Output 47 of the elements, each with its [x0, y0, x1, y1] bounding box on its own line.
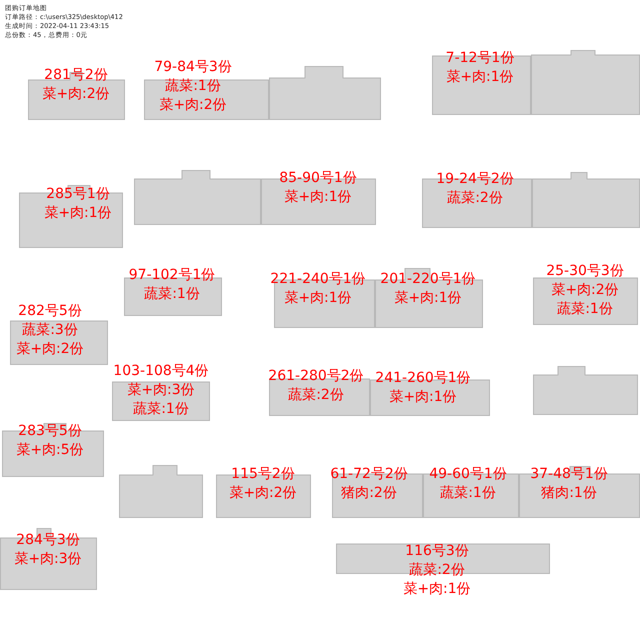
order-item-label: 菜+肉:1份: [389, 388, 457, 407]
order-count-label: 281号2份: [44, 66, 108, 85]
order-item-label: 菜+肉:1份: [284, 289, 352, 308]
order-item-label: 蔬菜:2份: [288, 386, 344, 405]
order-item-label: 菜+肉:1份: [403, 580, 471, 599]
order-count-label: 116号3份: [405, 542, 469, 561]
order-item-label: 猪肉:1份: [541, 484, 597, 503]
order-count-label: 241-260号1份: [375, 369, 471, 388]
order-count-label: 282号5份: [18, 302, 82, 321]
order-item-label: 蔬菜:1份: [165, 77, 221, 96]
order-item-label: 蔬菜:2份: [409, 561, 465, 580]
order-item-label: 菜+肉:3份: [127, 381, 195, 400]
order-item-label: 蔬菜:1份: [133, 400, 189, 419]
order-item-label: 菜+肉:2份: [16, 340, 84, 359]
order-count-label: 79-84号3份: [154, 58, 232, 77]
order-count-label: 25-30号3份: [546, 262, 624, 281]
order-count-label: 221-240号1份: [270, 270, 366, 289]
order-count-label: 261-280号2份: [268, 367, 364, 386]
order-count-label: 201-220号1份: [380, 270, 476, 289]
order-item-label: 蔬菜:1份: [440, 484, 496, 503]
order-count-label: 283号5份: [18, 422, 82, 441]
order-item-label: 菜+肉:2份: [551, 281, 619, 300]
order-count-label: 115号2份: [231, 465, 295, 484]
order-item-label: 蔬菜:1份: [557, 300, 613, 319]
order-item-label: 蔬菜:1份: [144, 285, 200, 304]
order-item-label: 菜+肉:2份: [42, 85, 110, 104]
order-count-label: 61-72号2份: [330, 465, 408, 484]
order-item-label: 菜+肉:2份: [159, 96, 227, 115]
order-item-label: 菜+肉:2份: [229, 484, 297, 503]
order-item-label: 菜+肉:1份: [284, 188, 352, 207]
order-count-label: 19-24号2份: [436, 170, 514, 189]
order-item-label: 菜+肉:1份: [394, 289, 462, 308]
order-count-label: 49-60号1份: [429, 465, 507, 484]
order-count-label: 103-108号4份: [113, 362, 209, 381]
order-item-label: 猪肉:2份: [341, 484, 397, 503]
order-count-label: 85-90号1份: [279, 169, 357, 188]
order-item-label: 菜+肉:1份: [446, 68, 514, 87]
order-count-label: 7-12号1份: [446, 49, 514, 68]
order-count-label: 37-48号1份: [530, 465, 608, 484]
order-item-label: 蔬菜:2份: [447, 189, 503, 208]
order-count-label: 285号1份: [46, 185, 110, 204]
order-item-label: 菜+肉:3份: [14, 550, 82, 569]
order-item-label: 菜+肉:5份: [16, 441, 84, 460]
order-item-label: 菜+肉:1份: [44, 204, 112, 223]
order-item-label: 蔬菜:3份: [22, 321, 78, 340]
order-count-label: 284号3份: [16, 531, 80, 550]
order-count-label: 97-102号1份: [128, 266, 216, 285]
